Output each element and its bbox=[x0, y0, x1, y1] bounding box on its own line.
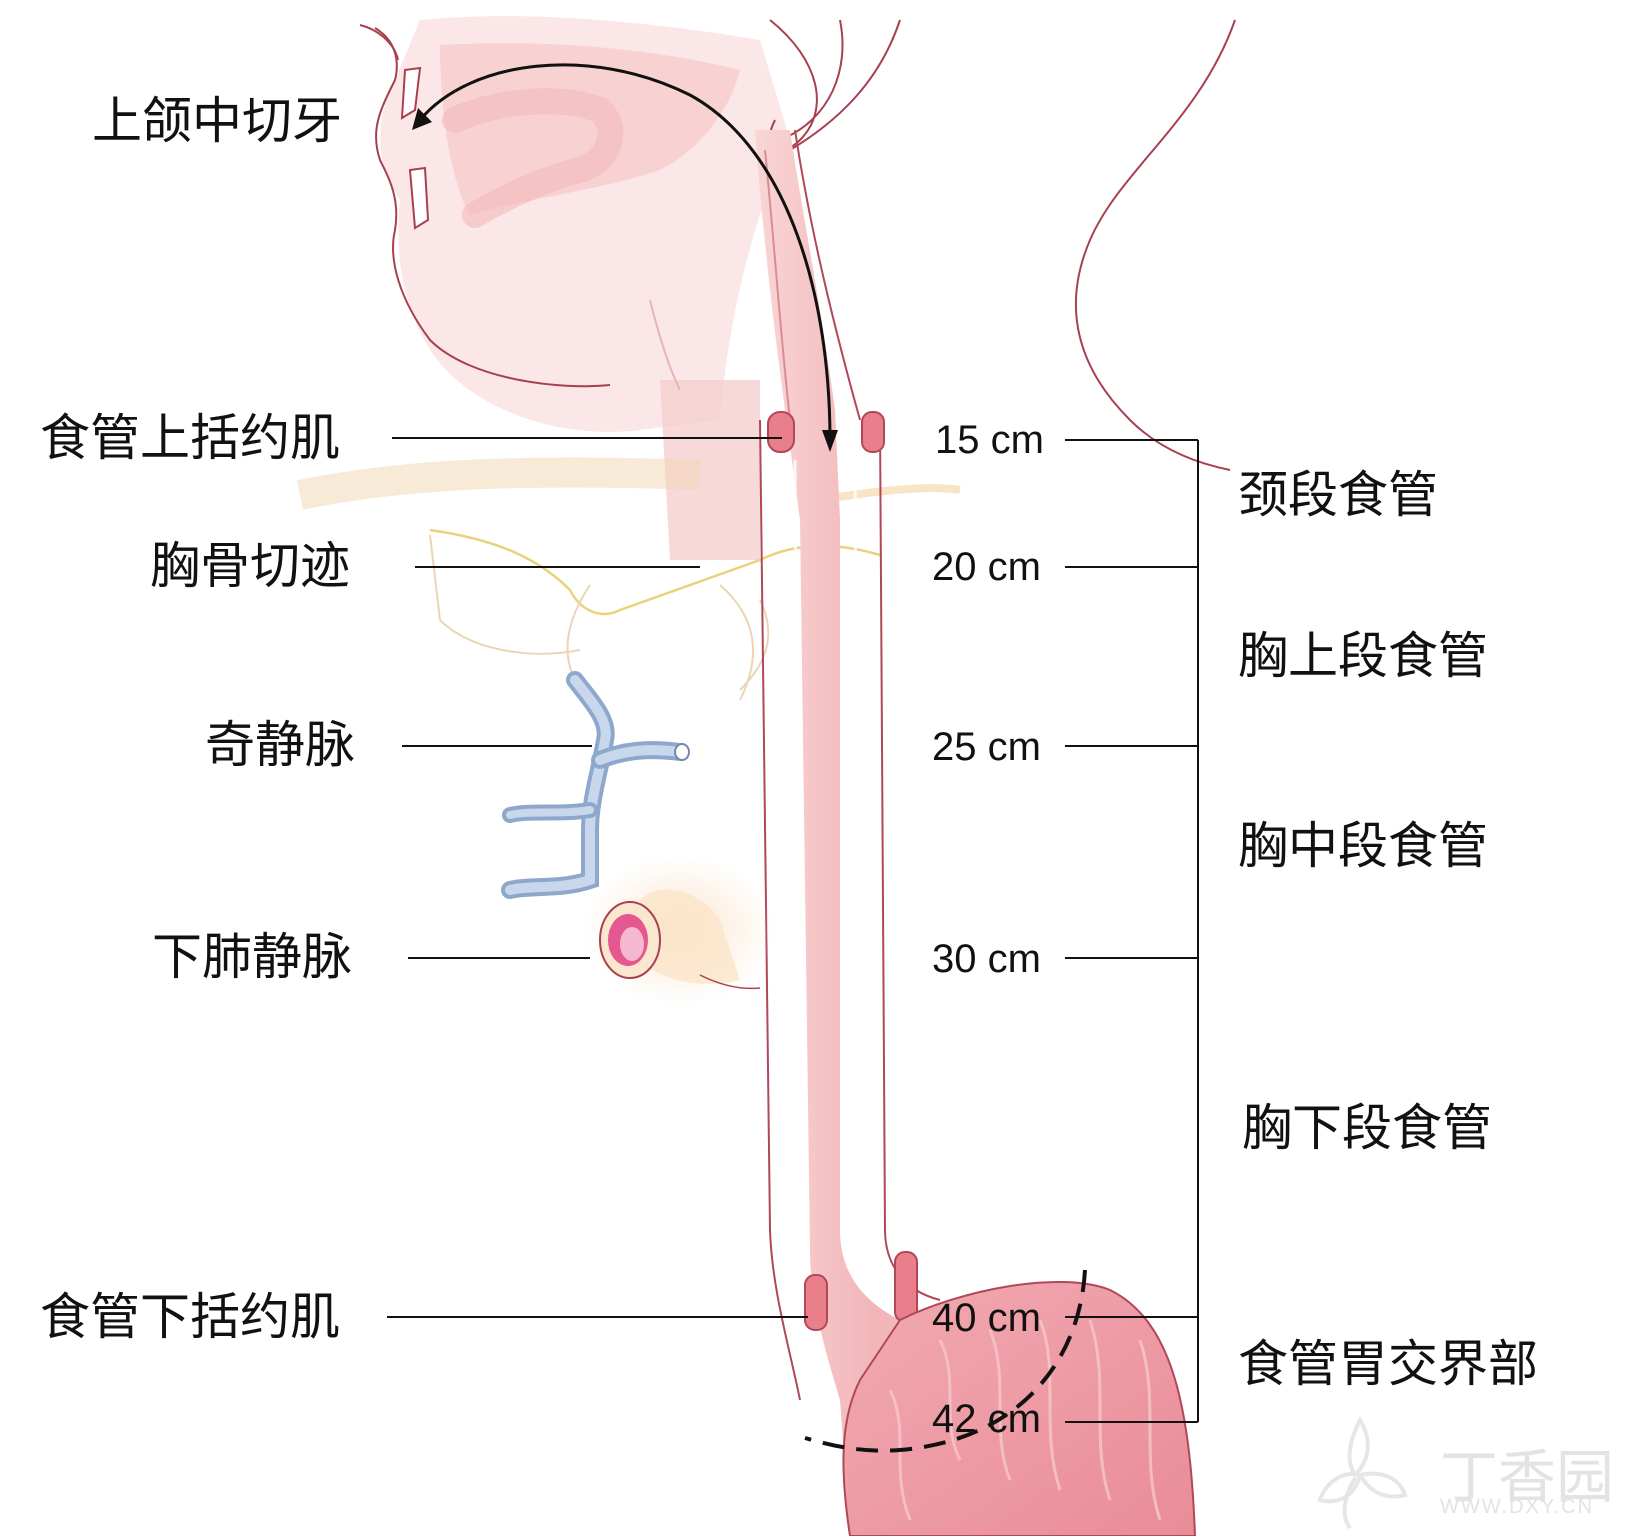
dxy-logo-flower bbox=[1317, 1415, 1408, 1530]
inferior-pulmonary-vein bbox=[585, 855, 775, 1005]
depth-scale-bracket bbox=[1065, 439, 1199, 1423]
trachea bbox=[649, 299, 760, 560]
stomach bbox=[804, 1269, 1197, 1536]
label-azygos-vein: 奇静脉 bbox=[205, 716, 355, 774]
depth-mark-20cm: 20 cm bbox=[932, 545, 1041, 589]
label-upper-esophageal-sphincter: 食管上括约肌 bbox=[40, 409, 340, 467]
depth-mark-30cm: 30 cm bbox=[932, 937, 1041, 981]
head-oral-cavity bbox=[359, 16, 1236, 471]
segment-upper-thoracic-esophagus: 胸上段食管 bbox=[1238, 627, 1488, 685]
watermark-brand: 丁香园 bbox=[1440, 1443, 1615, 1511]
label-lower-esophageal-sphincter: 食管下括约肌 bbox=[40, 1288, 340, 1346]
left-leader-lines bbox=[387, 437, 808, 1318]
label-inferior-pulmonary-vein: 下肺静脉 bbox=[152, 928, 352, 986]
depth-mark-40cm: 40 cm bbox=[932, 1296, 1041, 1340]
depth-mark-25cm: 25 cm bbox=[932, 725, 1041, 769]
sternum-clavicles bbox=[296, 457, 961, 701]
label-maxillary-central-incisor: 上颌中切牙 bbox=[92, 92, 342, 150]
depth-mark-42cm: 42 cm bbox=[932, 1397, 1041, 1441]
azygos-vein bbox=[501, 671, 690, 899]
esophagus bbox=[755, 129, 1000, 1536]
insertion-arrow bbox=[412, 63, 838, 452]
segment-esophagogastric-junction: 食管胃交界部 bbox=[1238, 1335, 1538, 1393]
depth-mark-15cm: 15 cm bbox=[935, 418, 1044, 462]
segment-cervical-esophagus: 颈段食管 bbox=[1238, 466, 1438, 524]
watermark-url: WWW.DXY.CN bbox=[1440, 1496, 1595, 1518]
arrowhead-incisor bbox=[412, 108, 432, 130]
segment-middle-thoracic-esophagus: 胸中段食管 bbox=[1238, 817, 1488, 875]
segment-lower-thoracic-esophagus: 胸下段食管 bbox=[1242, 1099, 1492, 1157]
label-sternal-notch: 胸骨切迹 bbox=[150, 537, 350, 595]
arrowhead-esophagus bbox=[822, 430, 838, 452]
